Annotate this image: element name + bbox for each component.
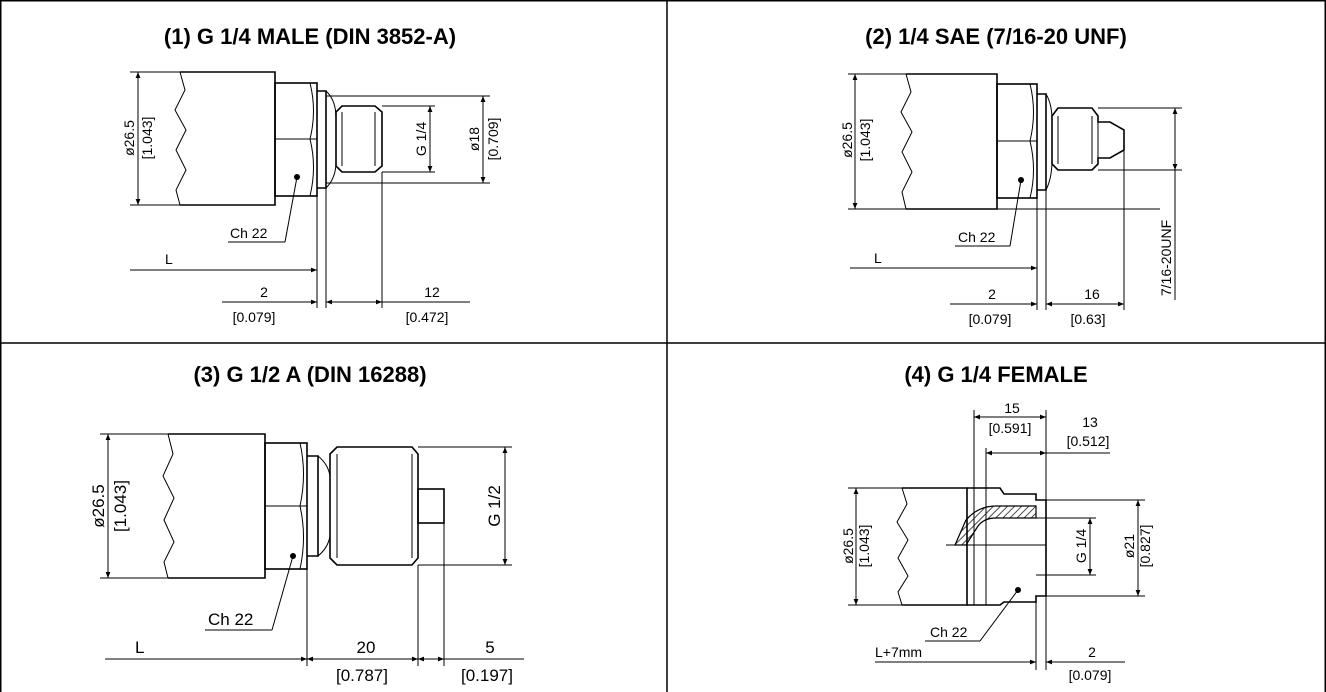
dim-5-label: 5 — [485, 638, 494, 657]
dim-2-label: 2 — [988, 286, 996, 302]
thread-label: G 1/2 — [485, 485, 504, 527]
dim-13-in-label: [0.512] — [1067, 433, 1110, 449]
length-label: L — [135, 638, 144, 657]
dim-2-in-label: [0.079] — [969, 311, 1012, 327]
wrench-size-label: Ch 22 — [230, 225, 268, 241]
fitting-outline — [900, 73, 1125, 210]
dim-16-in-label: [0.63] — [1070, 311, 1105, 327]
dim-5-in-label: [0.197] — [461, 666, 513, 685]
wrench-size-label: Ch 22 — [930, 624, 968, 640]
diameter-in-label: [1.043] — [857, 119, 873, 162]
dim-2-label: 2 — [260, 284, 268, 300]
diameter-label: ø26.5 — [89, 484, 108, 527]
fitting-outline — [174, 71, 383, 206]
diameter-label: ø26.5 — [840, 528, 856, 564]
dim-2-label: 2 — [1088, 644, 1096, 660]
thread-label: G 1/4 — [1073, 529, 1089, 563]
diameter-in-label: [1.043] — [111, 480, 130, 532]
dim-20-in-label: [0.787] — [336, 666, 388, 685]
diameter-label: ø26.5 — [839, 122, 855, 158]
dim-15-label: 15 — [1004, 400, 1020, 416]
dim-2-in-label: [0.079] — [233, 309, 276, 325]
panel-title: (2) 1/4 SAE (7/16-20 UNF) — [865, 24, 1127, 49]
length-label: L+7mm — [875, 644, 922, 660]
panel-sae-unf: (2) 1/4 SAE (7/16-20 UNF) ø26.5 [1.043] … — [839, 24, 1182, 327]
dim-15-in-label: [0.591] — [989, 420, 1032, 436]
dim-12-in-label: [0.472] — [406, 309, 449, 325]
panel-title: (3) G 1/2 A (DIN 16288) — [193, 362, 426, 387]
length-label: L — [874, 250, 882, 266]
dim-12-label: 12 — [424, 284, 440, 300]
dim-2-in-label: [0.079] — [1069, 667, 1112, 683]
dim-13-label: 13 — [1082, 414, 1098, 430]
panel-g14-male: (1) G 1/4 MALE (DIN 3852-A) ø26.5 [1.043… — [121, 24, 501, 325]
outer-diameter-in-label: [0.709] — [485, 118, 501, 161]
diameter-in-label: [1.043] — [139, 117, 155, 160]
panel-title: (4) G 1/4 FEMALE — [904, 362, 1087, 387]
fitting-outline — [162, 433, 445, 579]
diameter-label: ø26.5 — [121, 120, 137, 156]
wrench-size-label: Ch 22 — [208, 610, 253, 629]
dim-16-label: 16 — [1084, 286, 1100, 302]
length-label: L — [165, 251, 173, 267]
wrench-size-label: Ch 22 — [958, 229, 996, 245]
panel-title: (1) G 1/4 MALE (DIN 3852-A) — [164, 24, 456, 49]
thread-label: 7/16-20UNF — [1158, 220, 1174, 296]
dim-20-label: 20 — [357, 638, 376, 657]
outer-diameter-in-label: [0.827] — [1137, 525, 1153, 568]
outer-diameter-label: ø18 — [466, 127, 482, 151]
fitting-outline — [896, 487, 1047, 606]
panel-g14-female: (4) G 1/4 FEMALE ø26.5 [1.043] G 1/4 ø21… — [840, 362, 1153, 683]
thread-label: G 1/4 — [413, 122, 429, 156]
outer-diameter-label: ø21 — [1121, 534, 1137, 558]
panel-g12-a: (3) G 1/2 A (DIN 16288) ø26.5 [1.043] G … — [89, 362, 524, 685]
diameter-in-label: [1.043] — [856, 525, 872, 568]
